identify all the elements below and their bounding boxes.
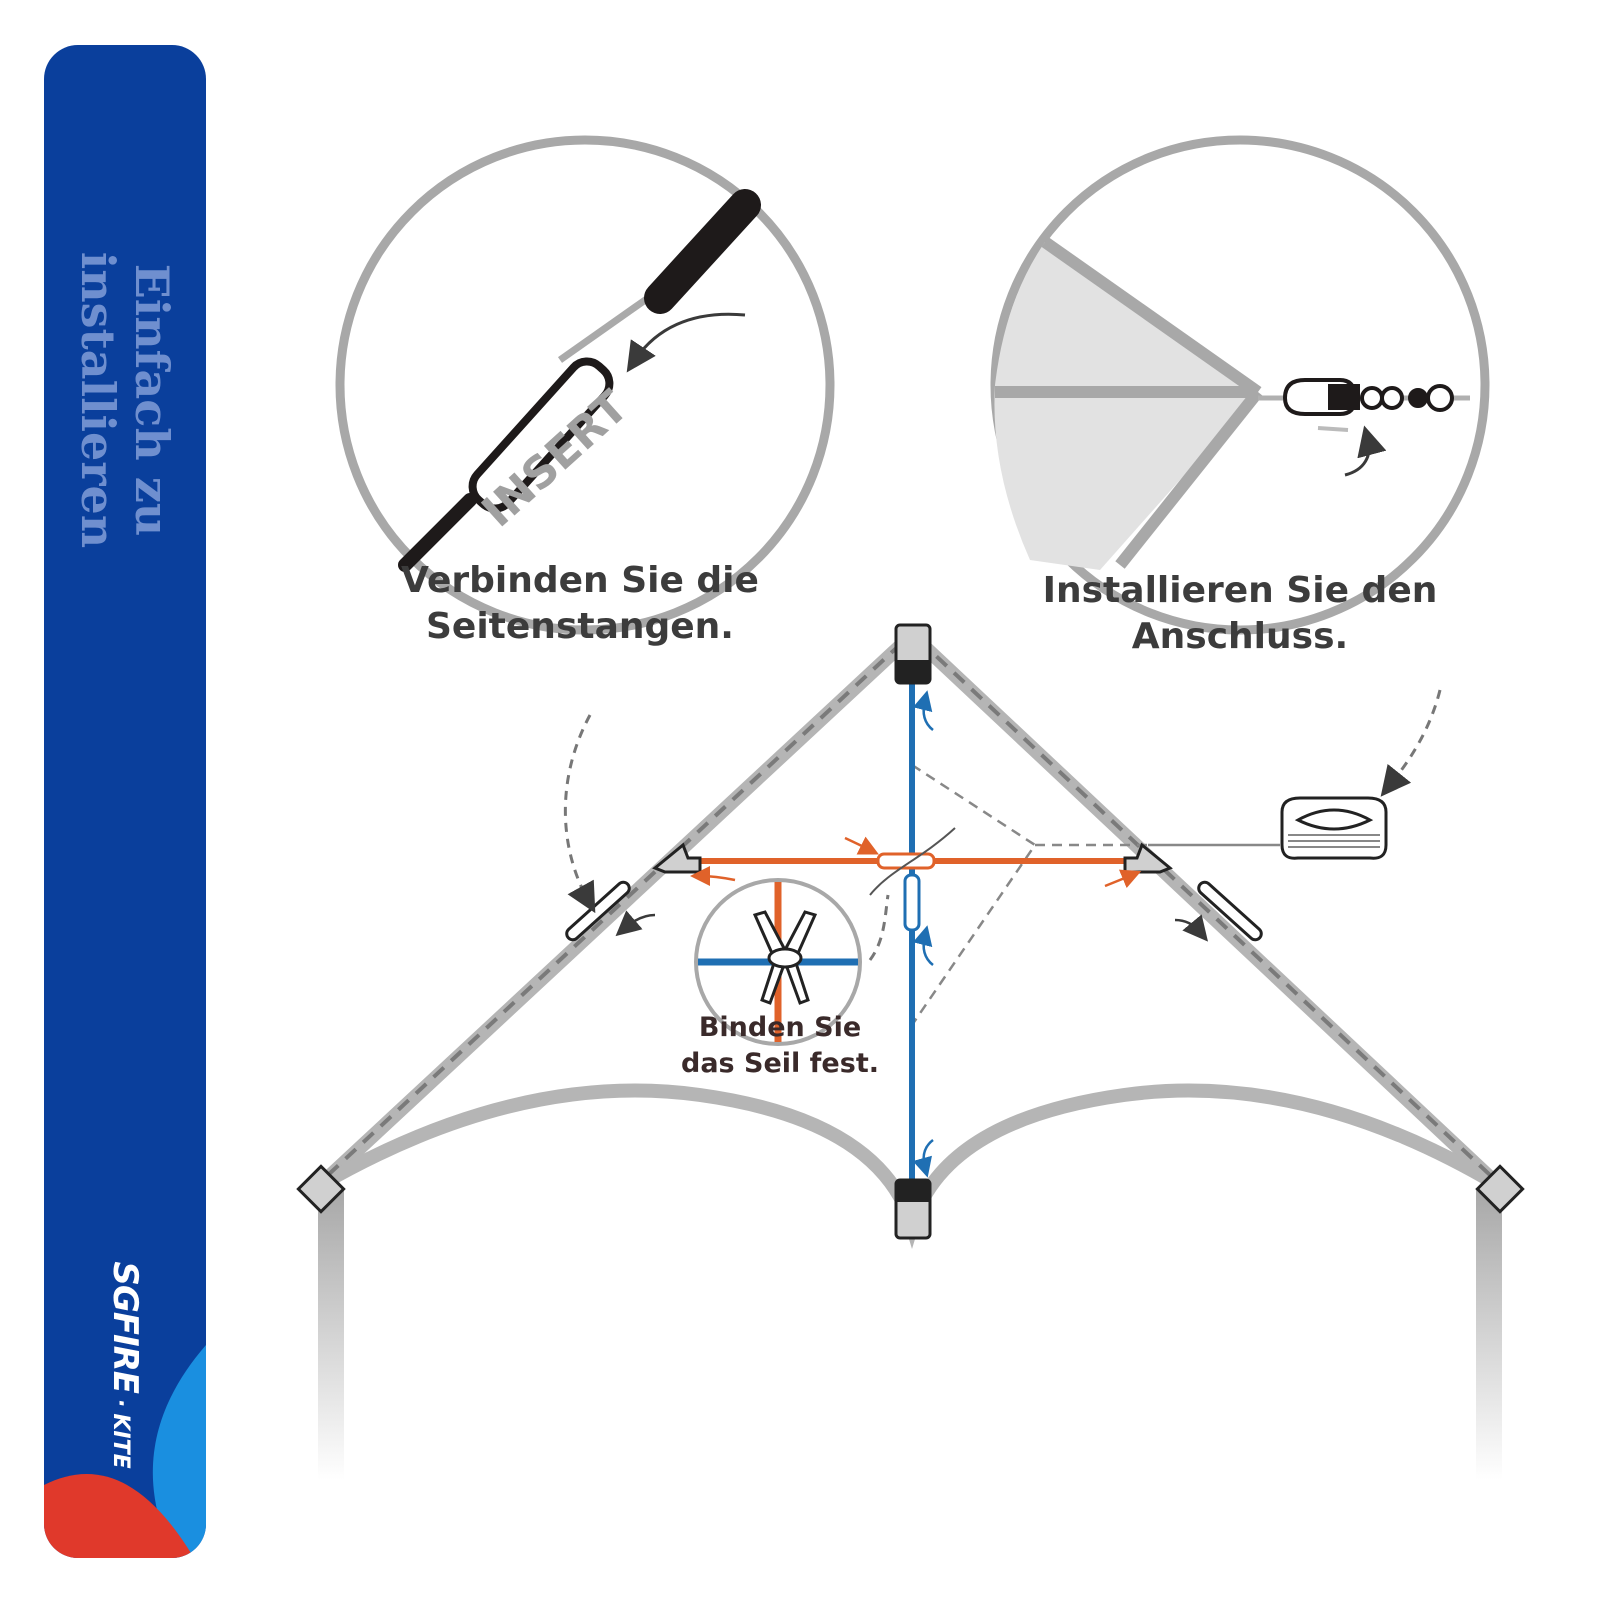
caption-install-connector: Installieren Sie den Anschluss. bbox=[1010, 568, 1470, 660]
connector-arrow bbox=[1344, 425, 1387, 477]
right-side-sleeve bbox=[1197, 880, 1263, 942]
caption-install-line1: Installieren Sie den bbox=[1042, 570, 1438, 611]
spine-connector bbox=[903, 873, 921, 932]
center-connector bbox=[876, 852, 936, 870]
sleeve-arrows bbox=[615, 910, 1209, 942]
lower-rod bbox=[398, 493, 477, 572]
zoom-circle-knot bbox=[694, 878, 862, 1046]
nose-cap-base bbox=[897, 660, 929, 682]
frame-stitching bbox=[326, 638, 1492, 1177]
right-tail bbox=[1476, 1190, 1502, 1480]
zoom-circle-connector bbox=[990, 135, 1490, 635]
caption-connect-line2: Seitenstangen. bbox=[426, 606, 734, 647]
right-wingtip-cap bbox=[1475, 1164, 1525, 1214]
upper-rod bbox=[644, 189, 761, 314]
insert-arrow bbox=[626, 312, 746, 373]
caption-tie-line1: Binden Sie bbox=[698, 1012, 862, 1043]
side-banner: Einfach zu installieren SGFIRE·KITE bbox=[44, 45, 206, 1558]
bridle-lines bbox=[910, 763, 1148, 1026]
callout-arrows bbox=[563, 689, 1442, 961]
right-spar-fitting bbox=[1123, 842, 1173, 874]
left-wingtip-cap bbox=[296, 1164, 346, 1214]
spine-arrows bbox=[912, 690, 934, 1178]
rod-connector-tube bbox=[468, 357, 614, 513]
tail-cap-base bbox=[897, 1180, 929, 1202]
caption-install-line2: Anschluss. bbox=[1131, 616, 1349, 657]
zoom-circle-side-rods: INSERT bbox=[335, 135, 835, 635]
knot-icon bbox=[752, 910, 818, 1005]
spar-arrows bbox=[690, 836, 1142, 889]
left-spar-fitting bbox=[652, 842, 702, 874]
left-tail bbox=[318, 1190, 344, 1480]
caption-connect-side-rods: Verbinden Sie die Seitenstangen. bbox=[360, 558, 800, 650]
caption-tie-line2: das Seil fest. bbox=[681, 1048, 879, 1079]
caption-connect-line1: Verbinden Sie die bbox=[401, 560, 759, 601]
snap-swivel-icon bbox=[1282, 378, 1454, 416]
caption-tie-rope: Binden Sie das Seil fest. bbox=[640, 1010, 920, 1082]
center-tie-string bbox=[869, 827, 956, 896]
line-winder-icon bbox=[1280, 796, 1388, 860]
banner-wave-decoration bbox=[44, 1345, 206, 1558]
